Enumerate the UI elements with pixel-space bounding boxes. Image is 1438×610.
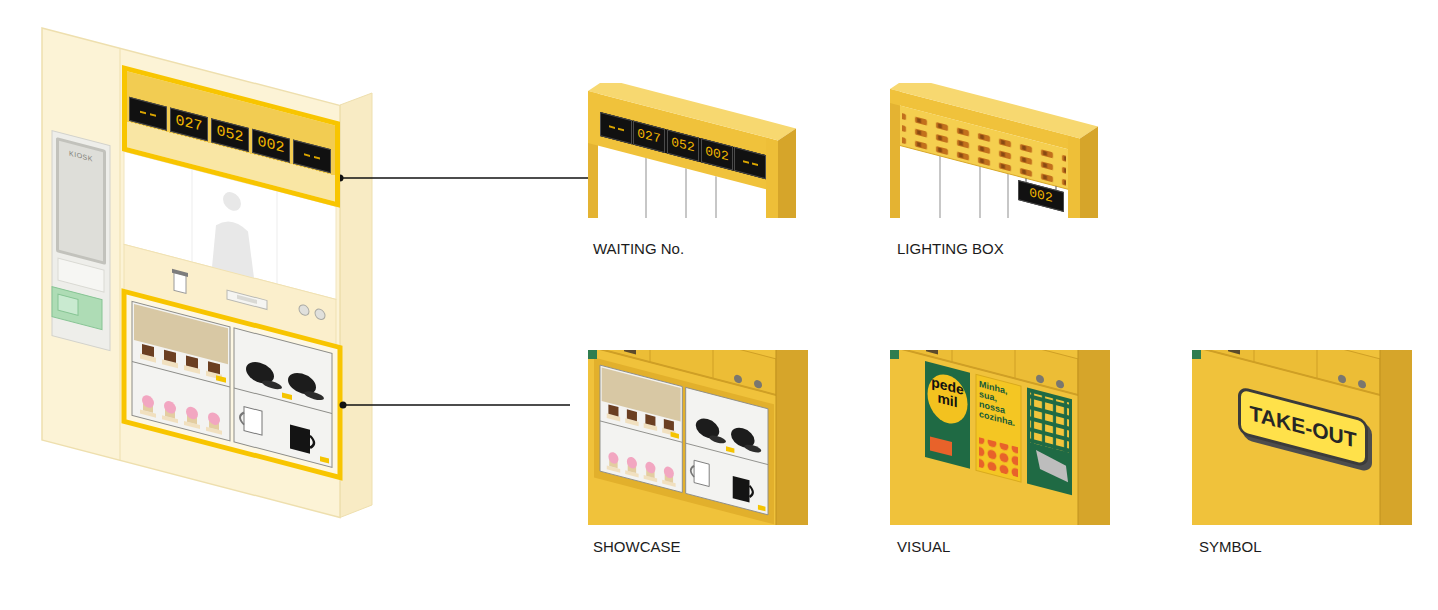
waiting-number: 002 (701, 138, 733, 170)
waiting-view-art (766, 137, 778, 218)
wall-unit (276, 191, 277, 284)
wall-side (340, 93, 372, 518)
symbol-view-art (1192, 350, 1412, 525)
showcase-view: SHOWCASE (588, 350, 808, 525)
symbol-view-art (1192, 350, 1412, 525)
waiting-no-view: 027052002WAITING No. (588, 83, 808, 218)
waiting-number: 052 (667, 130, 699, 162)
waiting-number-band: 027052002 (122, 65, 340, 208)
leader-line (343, 404, 570, 406)
view-caption: LIGHTING BOX (897, 240, 1004, 258)
lighting-view-art (890, 89, 900, 218)
symbol-view-art (1192, 350, 1201, 359)
kiosk-screen: KIOSK (56, 137, 106, 265)
kiosk-body (52, 131, 110, 351)
waiting-number: 052 (211, 118, 249, 152)
lighting-view-art (1080, 126, 1098, 218)
poster-text: pede mil (925, 361, 970, 435)
wall-unit (132, 301, 332, 467)
wall-unit (299, 304, 309, 317)
waiting-view-art (588, 83, 796, 218)
wall-unit (58, 258, 104, 292)
poster (925, 361, 970, 469)
view-caption: WAITING No. (593, 240, 684, 258)
view-caption: SHOWCASE (593, 538, 681, 556)
waiting-view-art (685, 168, 686, 218)
waiting-view-art (645, 158, 646, 218)
visual-view-art (1036, 450, 1068, 482)
wall-unit (237, 295, 257, 304)
lighting-view-art (890, 83, 1098, 138)
waiting-number: 002 (252, 129, 290, 163)
leader-line (340, 177, 588, 179)
visual-view-art (890, 350, 899, 359)
visual-view-art (930, 436, 952, 456)
tray (227, 290, 267, 309)
lighting-view-art (1068, 135, 1080, 218)
display-strip: 027052002 (600, 112, 766, 179)
lighting-box-view: LIGHTING BOX002 (890, 83, 1110, 218)
waiting-number: 027 (633, 121, 665, 153)
symbol-view-art (1192, 350, 1412, 525)
waiting-number: 002 (1018, 180, 1064, 212)
lighting-view-art (1007, 174, 1008, 218)
wall-unit (172, 269, 188, 277)
visual-view-art (1030, 392, 1069, 452)
showcase-view-art (588, 350, 597, 359)
waiting-number: 027 (170, 107, 208, 141)
visual-view-art (890, 350, 1110, 525)
lighting-view-art (900, 146, 1068, 190)
visual-view-art (890, 350, 1110, 525)
staff-silhouette (223, 190, 241, 213)
lighting-view-art (890, 83, 1098, 218)
visual-view-art (890, 350, 1110, 525)
symbol-view: SYMBOLTAKE-OUT (1192, 350, 1412, 525)
lighting-view-art (939, 156, 940, 218)
visual-view-art (979, 437, 1018, 477)
view-caption: SYMBOL (1199, 538, 1262, 556)
display-blank (293, 139, 331, 173)
visual-view: VISUALpede milMinha, sua, nossa cozinha. (890, 350, 1110, 525)
waiting-view-art (715, 176, 716, 218)
leader-dot (340, 402, 347, 409)
display-blank (600, 112, 632, 144)
card-reader (52, 287, 102, 330)
wall-unit (42, 28, 340, 517)
display-blank (129, 97, 167, 131)
take-out-sign: TAKE-OUT (1238, 386, 1368, 468)
showcase-view-art (600, 365, 768, 515)
waiting-view-art (778, 128, 796, 218)
poster-text: Minha, sua, nossa cozinha. (976, 374, 1021, 448)
showcase-view-art (594, 358, 774, 525)
poster (976, 374, 1021, 482)
wall-unit (119, 48, 120, 460)
showcase-view-art (588, 350, 808, 525)
connectors (337, 175, 589, 182)
showcase-view-art (588, 350, 808, 525)
kiosk-label: KIOSK (59, 145, 103, 166)
view-caption: VISUAL (897, 538, 950, 556)
display-blank (734, 147, 766, 179)
showcase-view-art (588, 350, 808, 525)
showcase-outline (124, 291, 340, 477)
poster (1027, 388, 1072, 496)
wall-unit (315, 308, 325, 321)
wall-unit (42, 28, 340, 517)
lighting-view-art (979, 166, 980, 218)
wall-unit (58, 294, 78, 315)
wall-unit (191, 169, 192, 262)
